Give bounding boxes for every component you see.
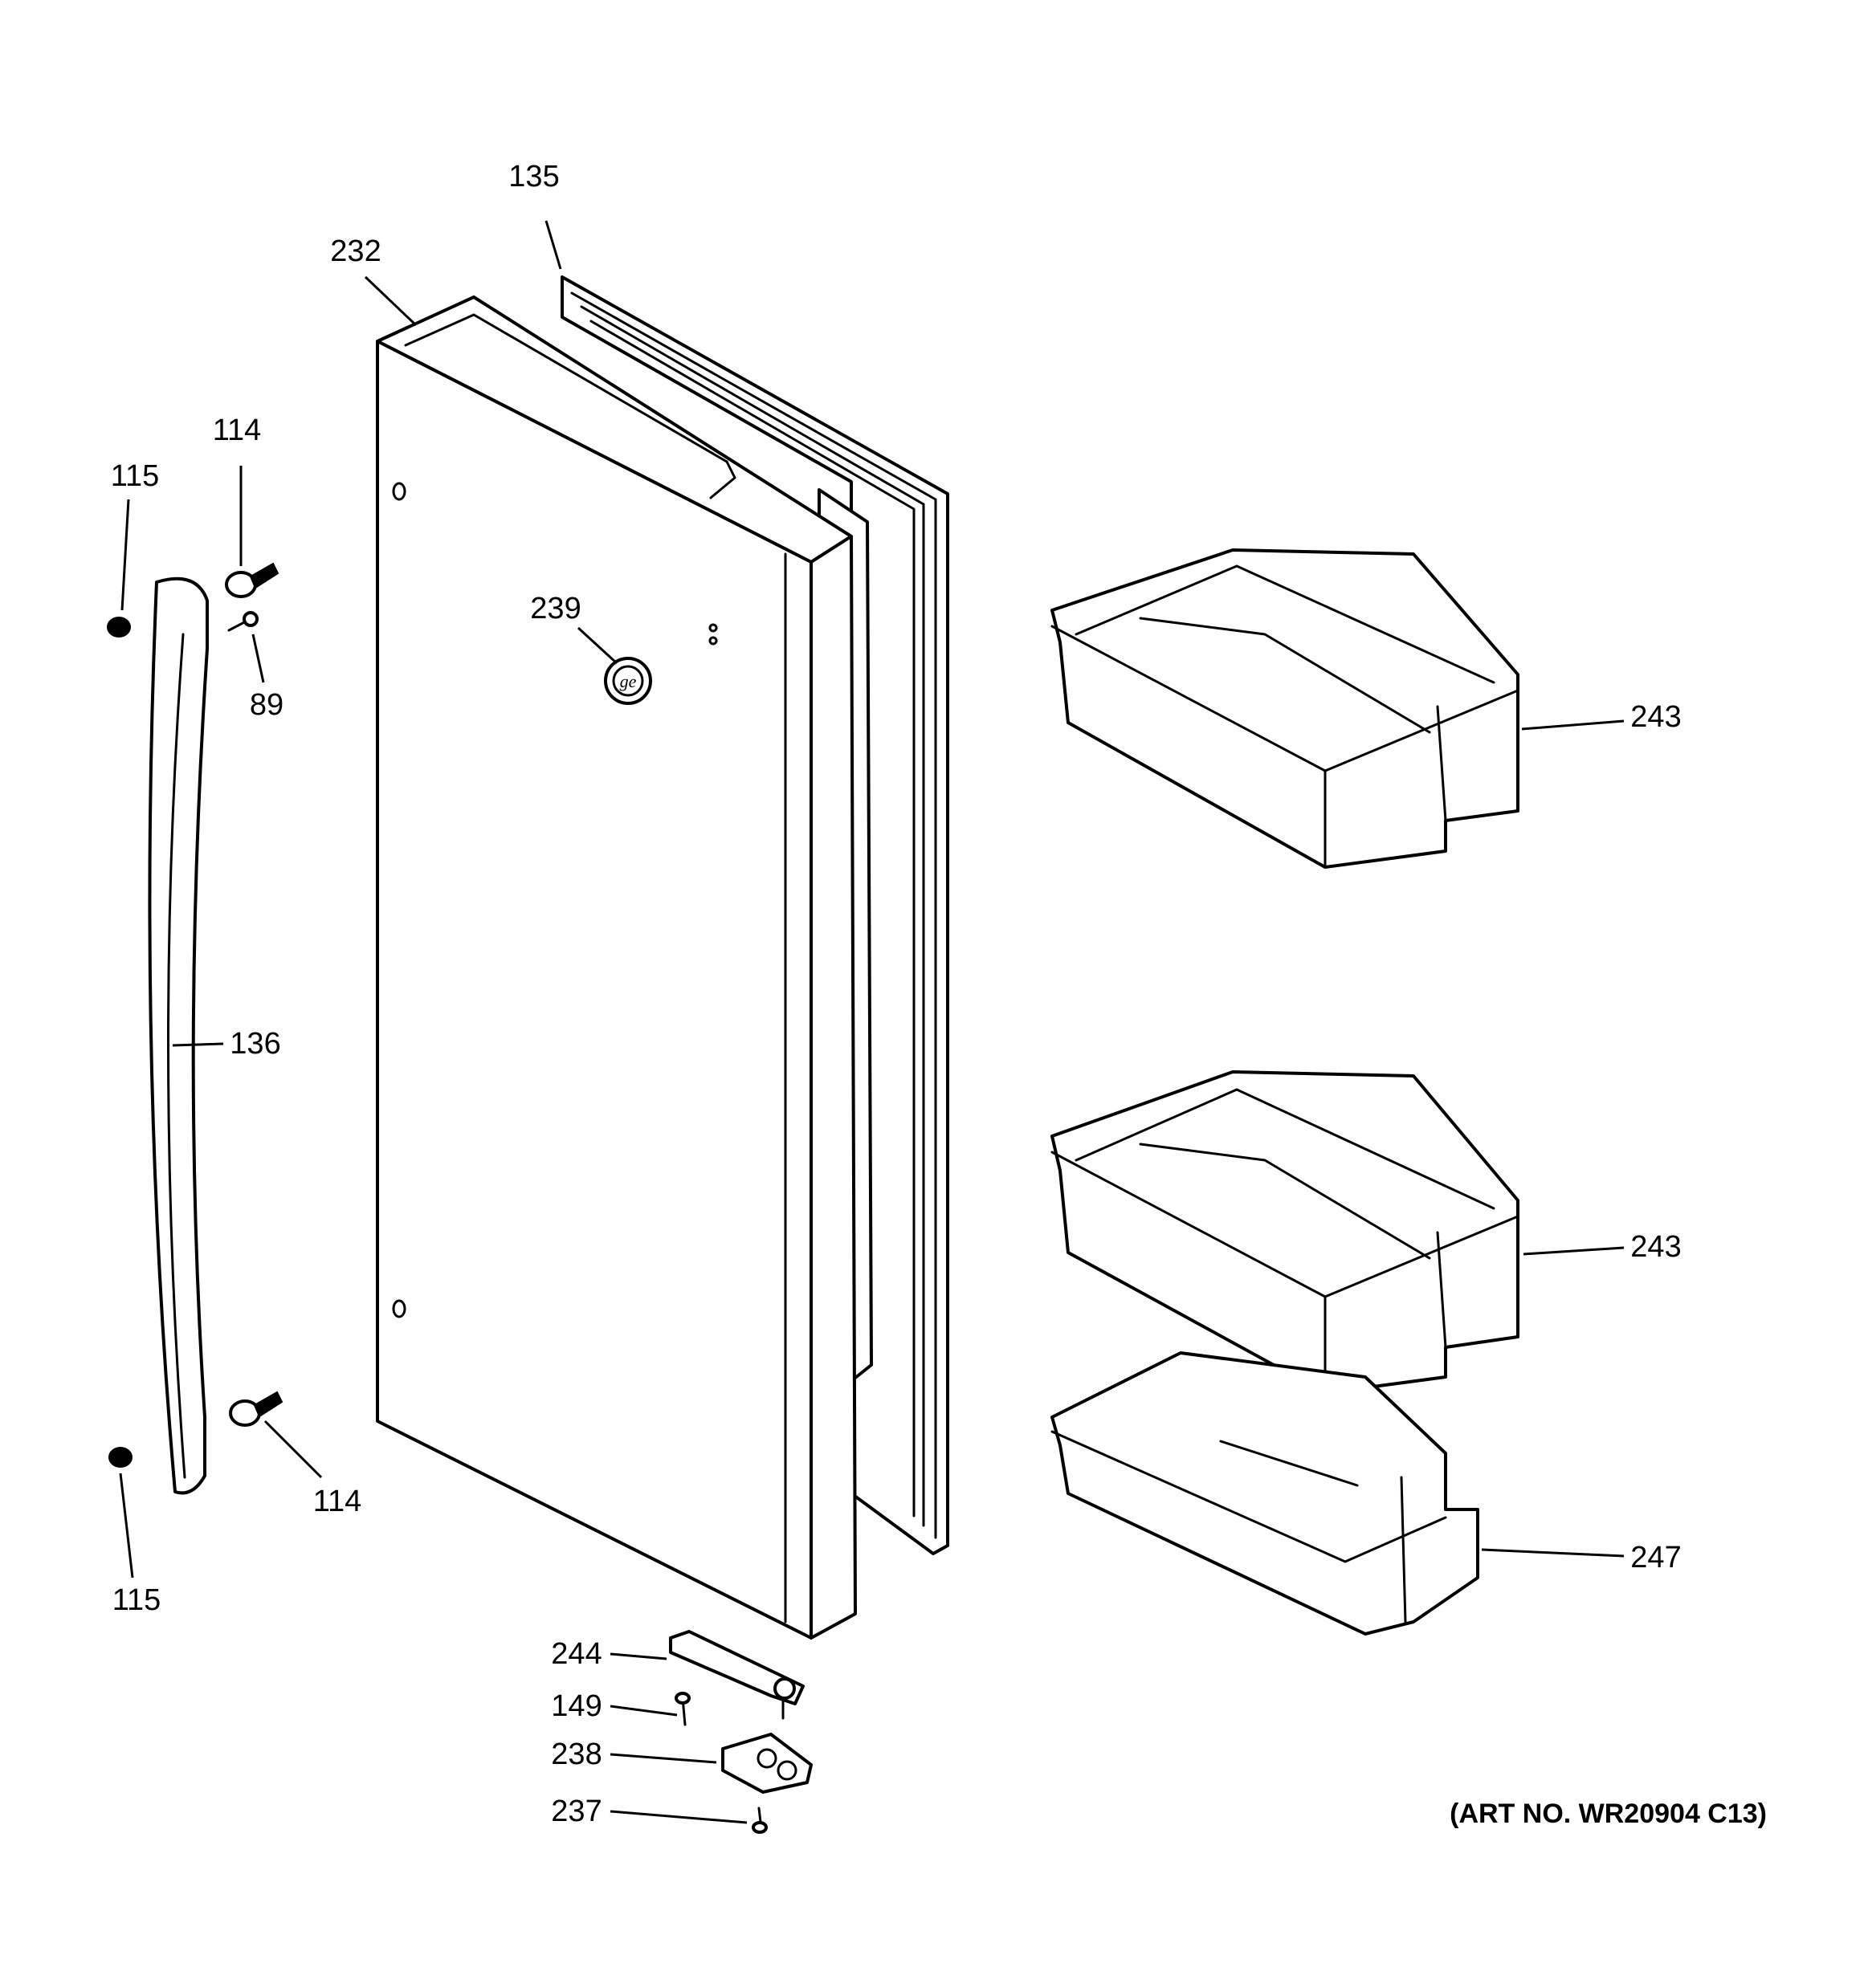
set-screw-bottom bbox=[108, 1447, 133, 1468]
callout-232: 232 bbox=[330, 234, 381, 268]
callout-135: 135 bbox=[508, 160, 559, 194]
callout-136: 136 bbox=[230, 1027, 280, 1061]
screw-89 bbox=[227, 611, 259, 632]
hinge-plate-screw bbox=[752, 1807, 768, 1834]
callout-114-top: 114 bbox=[213, 413, 262, 447]
door-bin-middle bbox=[1050, 1070, 1519, 1395]
handle-stud-top bbox=[225, 562, 279, 598]
callout-243-top: 243 bbox=[1630, 700, 1681, 734]
callout-237: 237 bbox=[551, 1794, 602, 1828]
set-screw-top bbox=[107, 617, 131, 638]
callout-238: 238 bbox=[551, 1737, 602, 1771]
art-number: (ART NO. WR20904 C13) bbox=[1450, 1799, 1767, 1829]
hinge-screw bbox=[675, 1692, 691, 1726]
hinge-bracket bbox=[669, 1630, 805, 1720]
door-bin-top bbox=[1050, 548, 1519, 869]
callout-114-bottom: 114 bbox=[313, 1485, 362, 1518]
callout-149: 149 bbox=[551, 1689, 602, 1723]
callout-247: 247 bbox=[1630, 1541, 1681, 1575]
callout-labels: 135 232 114 115 89 239 243 136 243 114 2… bbox=[111, 160, 1682, 1828]
callout-243-mid: 243 bbox=[1630, 1230, 1681, 1264]
door-bin-bottom bbox=[1050, 1351, 1479, 1636]
door-handle bbox=[148, 576, 209, 1495]
callout-239: 239 bbox=[530, 592, 581, 625]
svg-text:ge: ge bbox=[620, 671, 637, 691]
handle-stud-bottom bbox=[229, 1391, 283, 1427]
refrigerator-door bbox=[376, 295, 873, 1640]
callout-244: 244 bbox=[551, 1637, 602, 1671]
callout-115-bottom: 115 bbox=[112, 1583, 161, 1617]
callout-115-top: 115 bbox=[111, 459, 160, 493]
callout-89: 89 bbox=[250, 688, 283, 722]
logo-badge: ge bbox=[604, 657, 652, 705]
leader-lines bbox=[119, 220, 1625, 1824]
hinge-plate bbox=[721, 1733, 813, 1794]
